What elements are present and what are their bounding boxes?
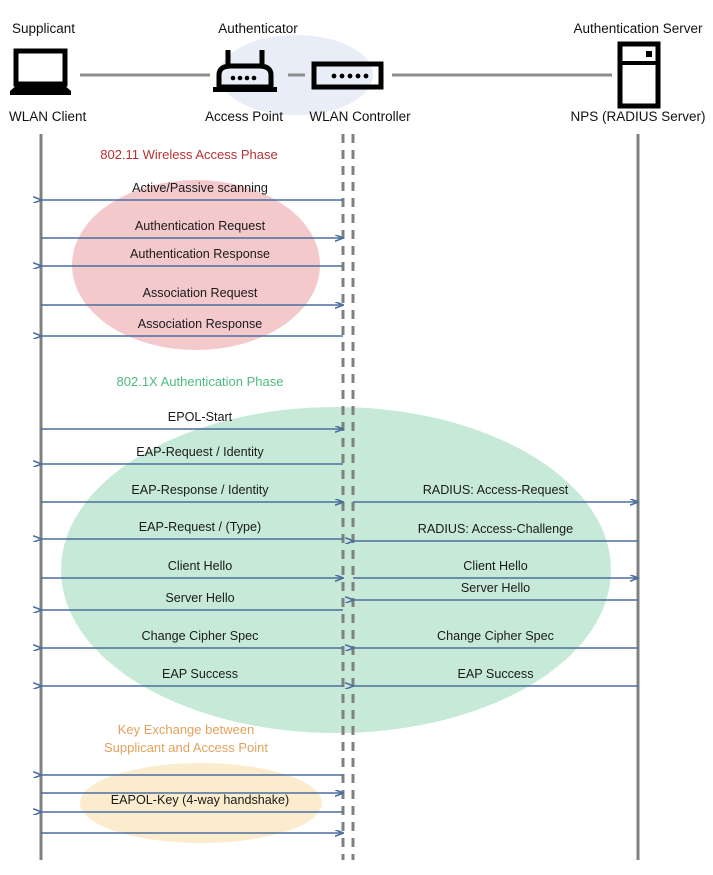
message-left-1: Authentication Request xyxy=(41,219,343,238)
actor-device-nps: NPS (RADIUS Server) xyxy=(570,109,705,124)
message-label: EAP-Request / Identity xyxy=(136,445,264,459)
wlan-controller-icon xyxy=(311,61,384,90)
message-left-0: Active/Passive scanning xyxy=(41,181,343,200)
message-label: RADIUS: Access-Request xyxy=(423,483,569,497)
phase-ellipse-key-exchange xyxy=(80,763,322,843)
phase-ellipse-dot1x-auth xyxy=(61,407,611,733)
actor-device-access-point: Access Point xyxy=(205,109,283,124)
message-left-10: Server Hello xyxy=(41,591,343,610)
message-label: EAP-Response / Identity xyxy=(131,483,269,497)
message-left-11: Change Cipher Spec xyxy=(41,629,343,648)
message-right-3: Server Hello xyxy=(353,581,638,600)
message-label: EAP Success xyxy=(457,667,533,681)
phase-label-key-exchange-line1: Key Exchange between xyxy=(118,722,255,737)
message-label: Change Cipher Spec xyxy=(142,629,259,643)
server-icon xyxy=(617,41,661,109)
access-point-icon xyxy=(213,50,277,92)
message-label: EAP-Request / (Type) xyxy=(139,520,262,534)
message-right-2: Client Hello xyxy=(353,559,638,578)
phase-label-key-exchange-line2: Supplicant and Access Point xyxy=(104,740,268,755)
message-label: Authentication Request xyxy=(135,219,266,233)
phase-labels: 802.11 Wireless Access Phase 802.1X Auth… xyxy=(100,147,283,755)
message-label: Client Hello xyxy=(463,559,527,573)
message-right-0: RADIUS: Access-Request xyxy=(353,483,638,502)
message-label: Server Hello xyxy=(461,581,530,595)
message-left-15: EAPOL-Key (4-way handshake) xyxy=(41,793,343,812)
message-right-5: EAP Success xyxy=(353,667,638,686)
message-left-7: EAP-Response / Identity xyxy=(41,483,343,502)
message-left-9: Client Hello xyxy=(41,559,343,578)
actor-role-authentication-server: Authentication Server xyxy=(573,21,703,36)
actor-role-authenticator: Authenticator xyxy=(218,21,298,36)
actor-device-wlan-controller: WLAN Controller xyxy=(309,109,411,124)
message-label: Authentication Response xyxy=(130,247,270,261)
message-label: Active/Passive scanning xyxy=(132,181,268,195)
message-label: EAPOL-Key (4-way handshake) xyxy=(111,793,290,807)
lifelines xyxy=(39,134,640,860)
actor-role-supplicant: Supplicant xyxy=(12,21,75,36)
phase-ellipse-wireless-access xyxy=(72,180,320,350)
message-label: EPOL-Start xyxy=(168,410,233,424)
message-label: Association Request xyxy=(143,286,258,300)
actor-labels: Supplicant WLAN Client Authenticator Acc… xyxy=(9,21,706,124)
message-left-4: Association Response xyxy=(41,317,343,336)
phase-backgrounds xyxy=(61,180,611,843)
laptop-icon xyxy=(10,48,71,95)
message-left-6: EAP-Request / Identity xyxy=(41,445,343,464)
actor-device-wlan-client: WLAN Client xyxy=(9,109,87,124)
message-left-12: EAP Success xyxy=(41,667,343,686)
message-label: Client Hello xyxy=(168,559,232,573)
message-label: Server Hello xyxy=(165,591,234,605)
phase-label-dot1x-auth: 802.1X Authentication Phase xyxy=(117,374,284,389)
message-right-4: Change Cipher Spec xyxy=(353,629,638,648)
message-label: RADIUS: Access-Challenge xyxy=(418,522,573,536)
message-left-3: Association Request xyxy=(41,286,343,305)
message-right-1: RADIUS: Access-Challenge xyxy=(353,522,638,541)
message-label: EAP Success xyxy=(162,667,238,681)
message-left-5: EPOL-Start xyxy=(41,410,343,429)
message-label: Change Cipher Spec xyxy=(437,629,554,643)
message-left-2: Authentication Response xyxy=(41,247,343,266)
message-left-8: EAP-Request / (Type) xyxy=(41,520,343,539)
phase-label-wireless-access: 802.11 Wireless Access Phase xyxy=(100,147,278,162)
message-label: Association Response xyxy=(138,317,263,331)
